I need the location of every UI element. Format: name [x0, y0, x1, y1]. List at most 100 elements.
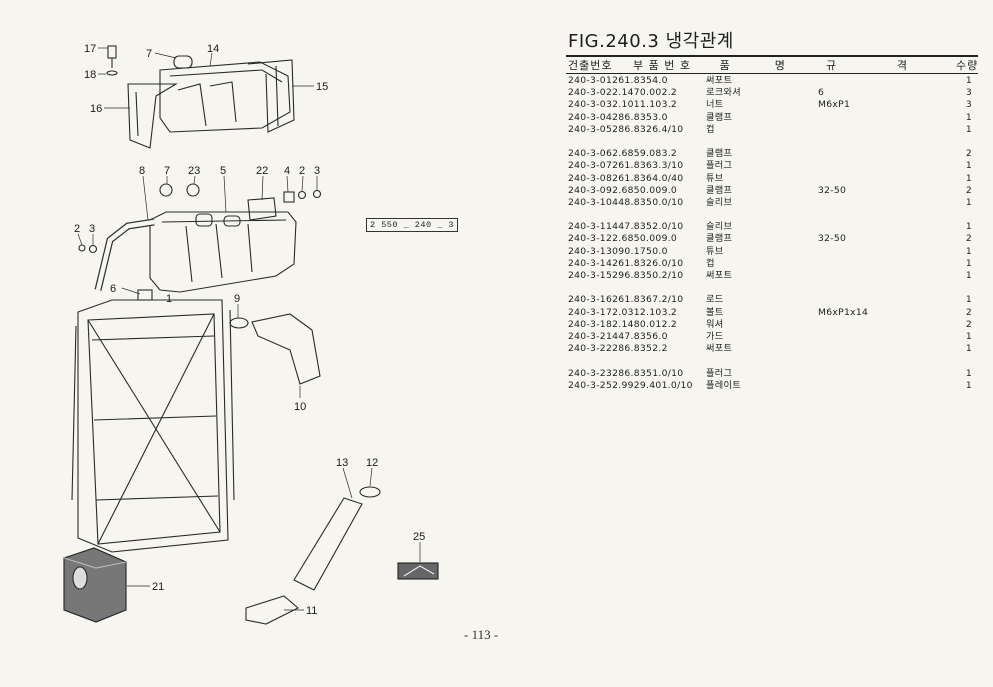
part-number: 296.8350.2/10: [612, 270, 684, 281]
part-number: 2.0312.103.2: [612, 306, 678, 318]
part-qty: 1: [965, 172, 972, 184]
callout-5: 5: [220, 165, 226, 177]
item-number: 240-3-05: [568, 123, 613, 135]
part-qty: 1: [965, 123, 972, 135]
part-code: 240-3-01261.8354.0: [566, 75, 706, 87]
callout-1: 1: [166, 293, 172, 305]
part-qty: 3: [965, 87, 972, 99]
part-qty: 1: [965, 111, 972, 123]
part-spec: [818, 331, 946, 343]
part-name: 볼트: [706, 306, 724, 318]
item-number: 240-3-16: [568, 294, 613, 306]
callout-10: 10: [294, 401, 306, 413]
part-code: 240-3-122.6850.009.0: [566, 233, 706, 245]
part-code: 240-3-21447.8356.0: [566, 331, 706, 343]
item-number: 240-3-08: [568, 172, 613, 184]
callout-15: 15: [316, 81, 328, 93]
item-number: 240-3-25: [568, 379, 613, 391]
item-number: 240-3-01: [568, 75, 613, 86]
part-number: 2.9929.401.0/10: [612, 379, 693, 391]
callout-23: 23: [188, 165, 200, 177]
part-number: 261.8364.0/40: [612, 172, 684, 184]
part-spec: [818, 343, 946, 355]
part-name: 클램프: [706, 184, 733, 196]
callout-25: 25: [413, 531, 425, 543]
part-code: 240-3-172.0312.103.2: [566, 307, 706, 319]
coolant-tank: [78, 183, 322, 301]
part-number: 447.8356.0: [612, 330, 668, 342]
part-spec: [818, 160, 946, 172]
part-name: 플러그: [706, 367, 733, 379]
part-name: 클램프: [706, 148, 733, 160]
exploded-parts-diagram: 17 7 14 18 15 16 8 7 23 5 22 4 2 3 2 3 6…: [63, 43, 439, 625]
part-qty: 1: [965, 245, 972, 257]
part-qty: 3: [965, 99, 972, 111]
figure-reference-box: 2 550 _ 240 _ 3: [366, 218, 459, 232]
callout-18: 18: [84, 69, 96, 81]
guard-21: [63, 547, 127, 623]
part-spec: M6xP1x14: [818, 306, 869, 318]
item-number: 240-3-14: [568, 257, 613, 269]
part-code: 240-3-23286.8351.0/10: [566, 368, 706, 380]
part-qty: 1: [965, 343, 972, 355]
item-number: 240-3-12: [568, 233, 613, 245]
part-spec: 32-50: [818, 233, 847, 245]
item-number: 240-3-15: [568, 270, 613, 281]
part-number: 090.1750.0: [612, 245, 668, 257]
parts-groups: 240-3-01261.8354.0 써포트 1 240-3-022.1470.002…: [566, 75, 978, 392]
part-code: 240-3-10448.8350.0/10: [566, 197, 706, 209]
callout-7: 7: [146, 48, 152, 60]
callout-8: 8: [139, 165, 145, 177]
part-number: 286.8352.2: [612, 343, 668, 355]
part-qty: 2: [965, 306, 972, 318]
part-code: 240-3-11447.8352.0/10: [566, 221, 706, 233]
part-name: 써포트: [706, 270, 733, 281]
page-number: - 113 -: [464, 627, 499, 642]
part-qty: 2: [965, 148, 972, 160]
part-qty: 1: [965, 160, 972, 172]
item-number: 240-3-11: [568, 221, 613, 233]
part-spec: [818, 148, 946, 160]
part-code: 240-3-04286.8353.0: [566, 112, 706, 124]
header-code: 건출번호: [568, 59, 613, 72]
item-number: 240-3-21: [568, 330, 613, 342]
callout-12: 12: [366, 457, 378, 469]
part-qty: 1: [965, 257, 972, 269]
item-number: 240-3-18: [568, 318, 613, 330]
callout-6: 6: [110, 283, 116, 295]
part-code: 240-3-022.1470.002.2: [566, 87, 706, 99]
part-spec: [818, 246, 946, 258]
part-code: 240-3-08261.8364.0/40: [566, 173, 706, 185]
part-name: 슬리브: [706, 221, 733, 233]
part-qty: 1: [965, 196, 972, 208]
part-qty: 2: [965, 184, 972, 196]
part-name: 로드: [706, 294, 724, 306]
part-qty: 2: [965, 233, 972, 245]
part-code: 240-3-15296.8350.2/10: [566, 270, 706, 282]
part-spec: [818, 258, 946, 270]
callout-21: 21: [152, 581, 164, 593]
callout-3: 3: [314, 165, 320, 177]
callout-2b: 2: [74, 223, 80, 235]
part-spec: [818, 294, 946, 306]
table-header: 건출번호 부 품 번 호 품 명 규 격 수량: [566, 57, 978, 73]
item-number: 240-3-10: [568, 196, 613, 208]
title-rule: [566, 55, 978, 57]
header-rule: [566, 73, 978, 74]
part-name: 클램프: [706, 111, 733, 123]
part-code: 240-3-16261.8367.2/10: [566, 294, 706, 306]
part-name: 슬리브: [706, 196, 733, 208]
radiator: [71, 299, 235, 553]
